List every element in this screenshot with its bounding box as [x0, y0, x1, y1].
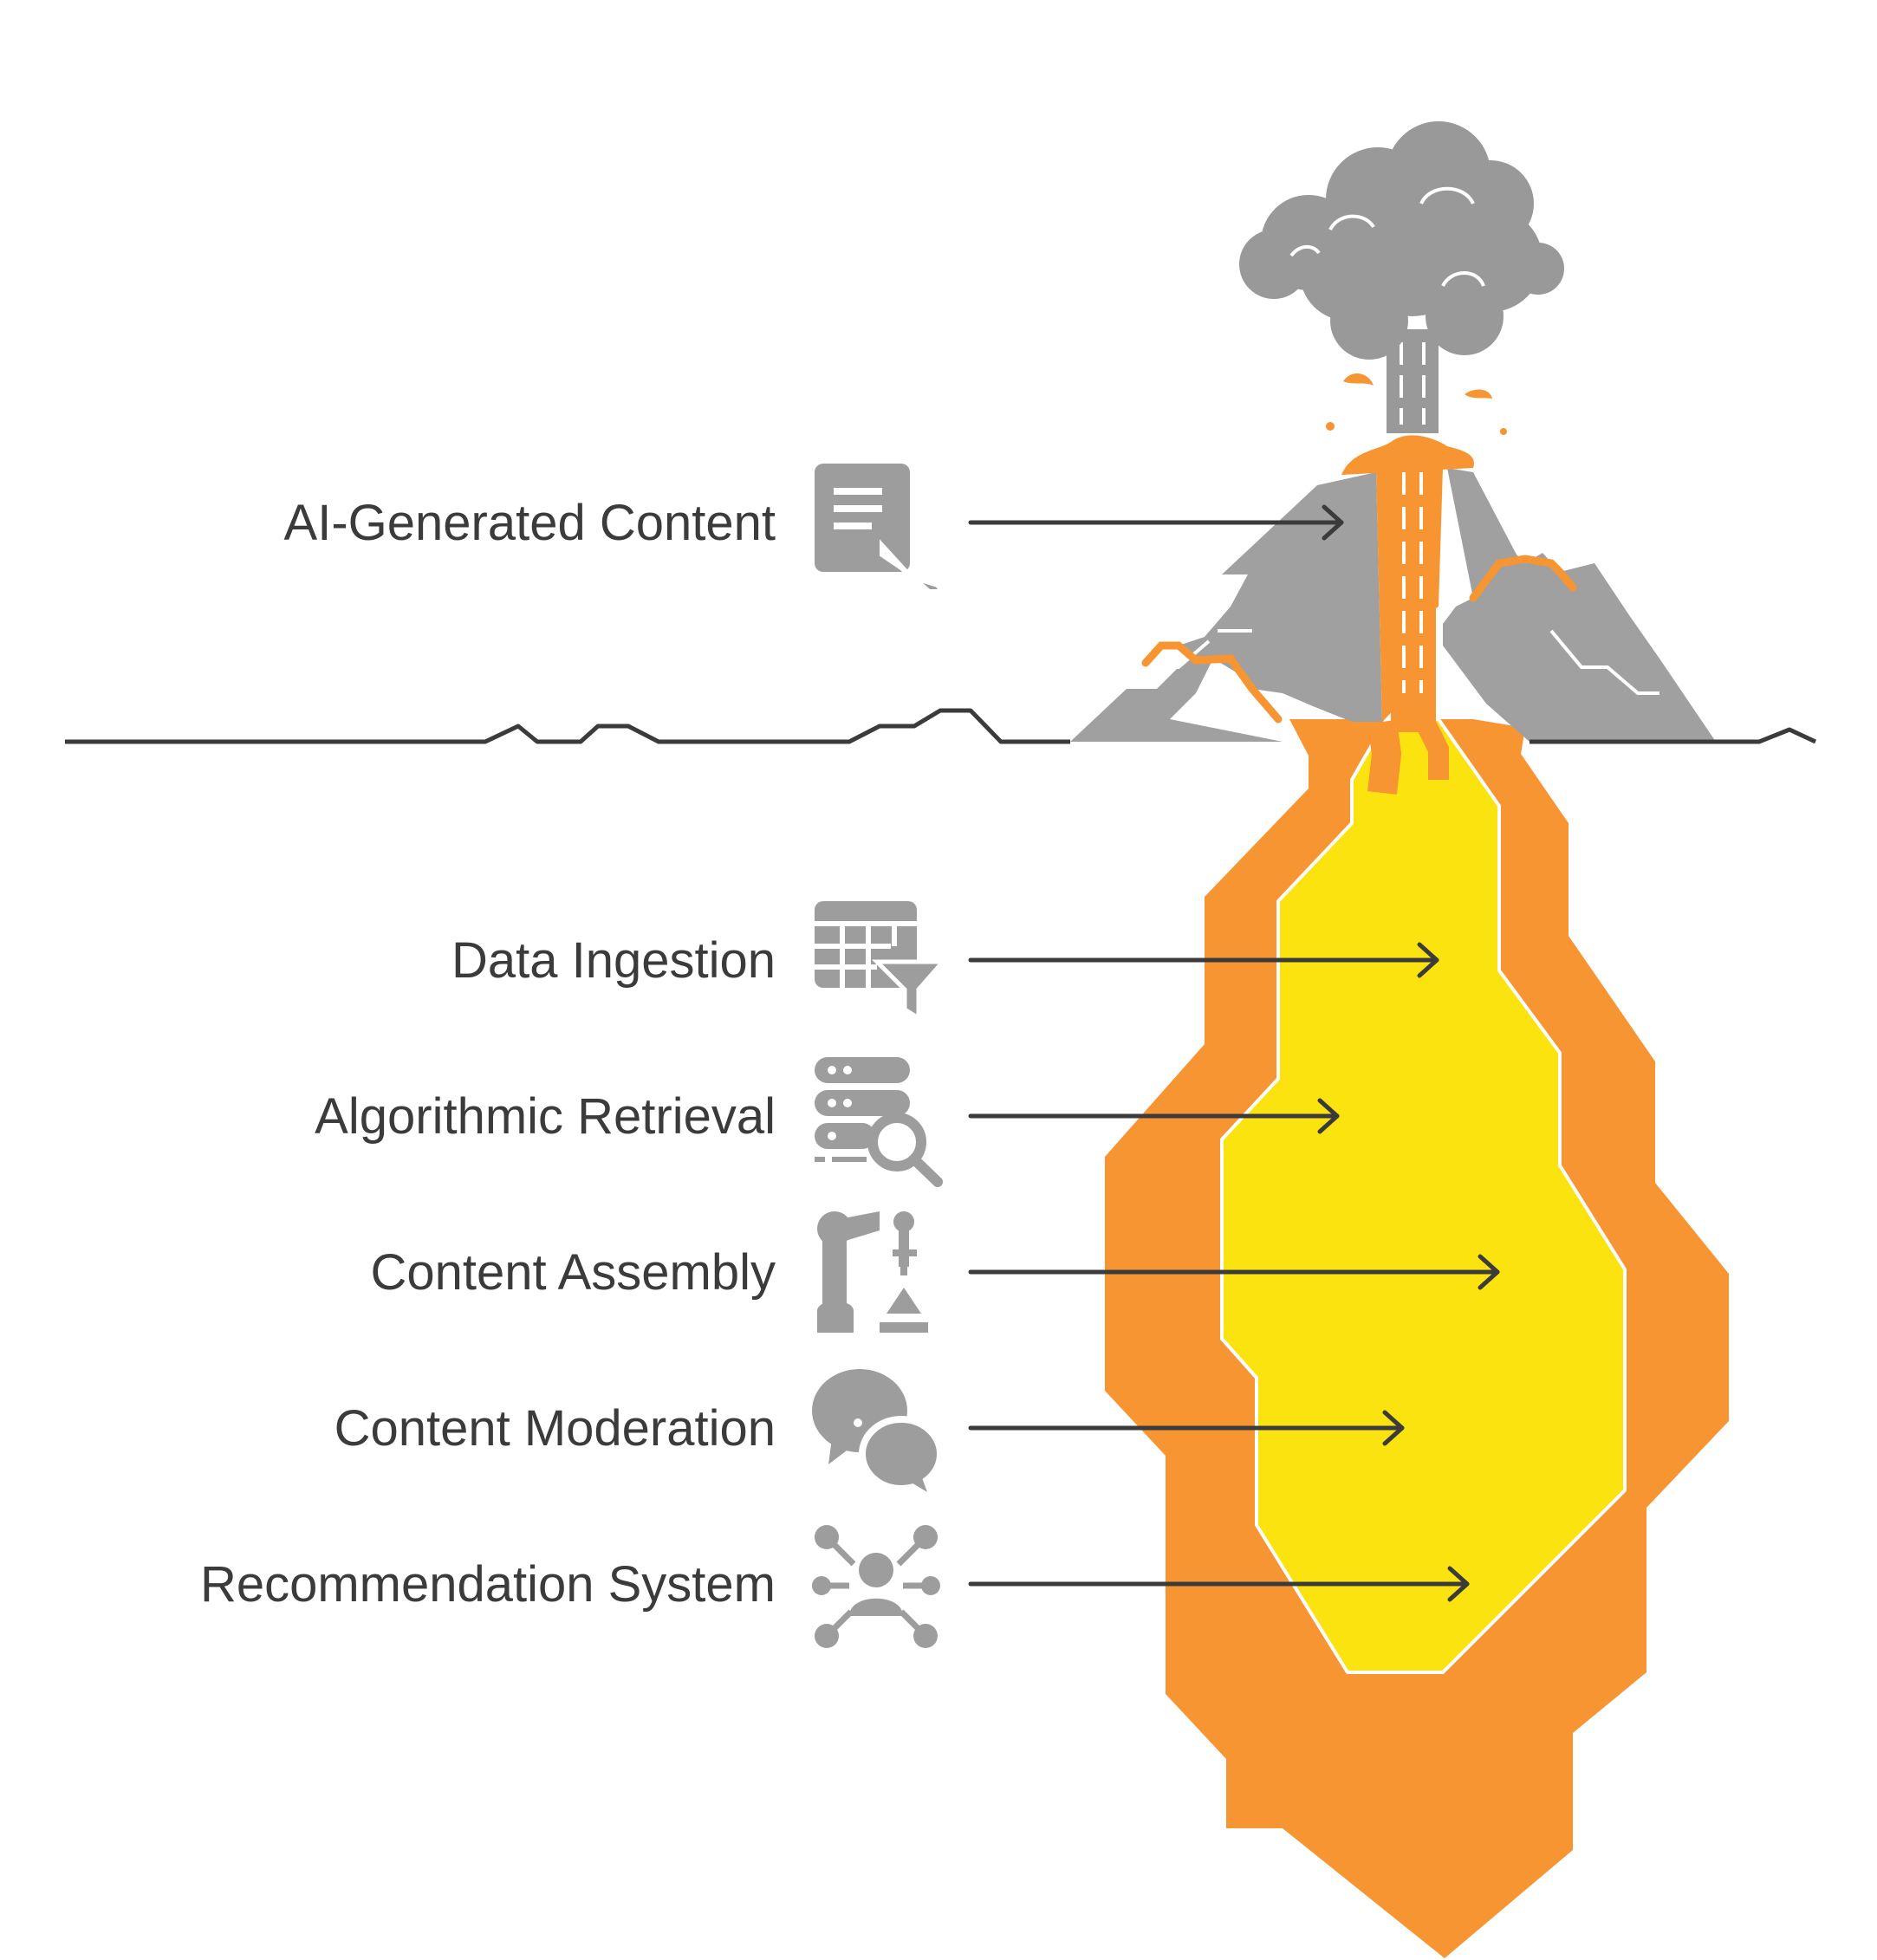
magma-chamber-core — [1220, 717, 1627, 1674]
arrow-algorithmic-retrieval — [968, 1098, 1340, 1134]
layer-label-ai-generated-content: AI-Generated Content — [284, 495, 776, 551]
layer-label-content-assembly: Content Assembly — [371, 1244, 776, 1301]
lava-splatter — [1326, 373, 1507, 435]
chat-bubbles-icon — [812, 1369, 944, 1492]
database-search-icon — [815, 1057, 943, 1187]
robot-arm-icon — [817, 1211, 928, 1333]
document-touch-icon — [815, 464, 948, 594]
layer-label-data-ingestion: Data Ingestion — [451, 932, 776, 989]
layer-label-recommendation-system: Recommendation System — [200, 1556, 776, 1613]
user-network-icon — [812, 1525, 940, 1648]
layer-label-content-moderation: Content Moderation — [334, 1400, 776, 1457]
arrow-content-moderation — [968, 1410, 1405, 1446]
arrow-data-ingestion — [968, 942, 1439, 978]
arrow-ai-generated-content — [968, 504, 1344, 541]
smoke-cloud — [1239, 121, 1564, 433]
ground-line — [65, 708, 1817, 744]
table-filter-icon — [815, 901, 948, 1022]
layer-label-algorithmic-retrieval: Algorithmic Retrieval — [315, 1088, 776, 1145]
arrow-content-assembly — [968, 1254, 1500, 1290]
arrow-recommendation-system — [968, 1566, 1470, 1602]
volcano-mountain — [1070, 435, 1716, 795]
arrows — [968, 504, 1500, 1602]
